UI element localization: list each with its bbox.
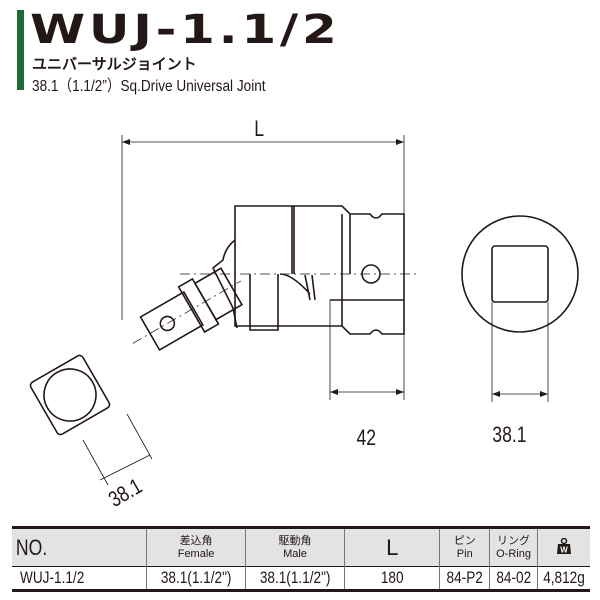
subtitle-japanese: ユニバーサルジョイント <box>32 56 197 73</box>
subtitle-english: 38.1（1.1/2”）Sq.Drive Universal Joint <box>32 78 266 95</box>
technical-drawing <box>29 135 579 486</box>
header-weight: W <box>536 527 590 567</box>
table-row: WUJ-1.1/2 38.1(1.1/2") 38.1(1.1/2") 180 … <box>12 566 590 591</box>
accent-bar <box>17 10 24 90</box>
header-length: L <box>344 527 441 567</box>
page-title: WUJ-1.1/2 <box>30 7 341 53</box>
cell-pin: 84-P2 <box>439 566 491 591</box>
svg-text:W: W <box>560 545 568 554</box>
dimension-42: 42 <box>356 425 377 450</box>
cell-female: 38.1(1.1/2") <box>146 566 246 591</box>
dimension-end-view: 38.1 <box>492 422 527 447</box>
cell-length: 180 <box>344 566 441 591</box>
header-no: NO. <box>12 527 148 567</box>
cell-oring: 84-02 <box>489 566 538 591</box>
cell-no: WUJ-1.1/2 <box>12 566 148 591</box>
dimension-L: L <box>254 116 265 141</box>
cell-weight: 4,812g <box>536 566 590 591</box>
weight-icon: W <box>556 537 571 554</box>
cell-male: 38.1(1.1/2") <box>244 566 346 591</box>
